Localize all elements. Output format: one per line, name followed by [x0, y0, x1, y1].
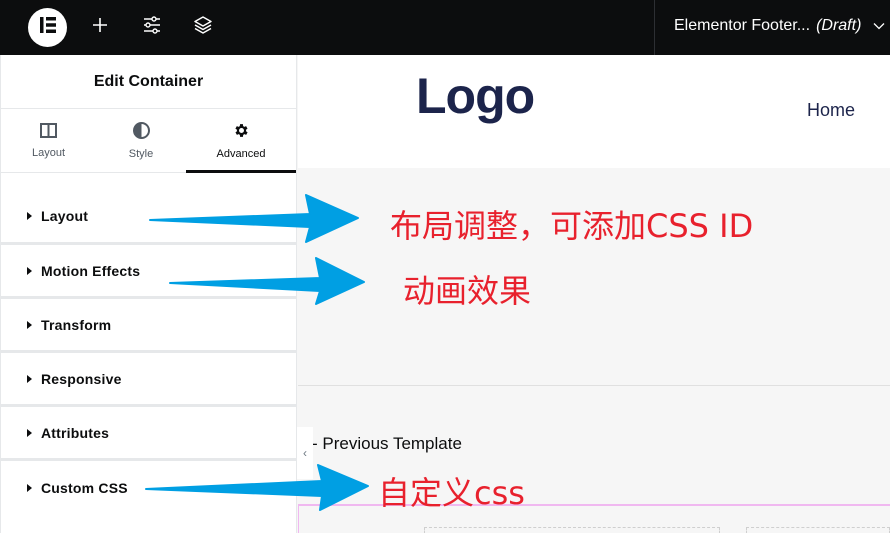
panel-tabs: Layout Style Advanced	[1, 109, 296, 173]
elementor-logo-icon	[38, 15, 58, 40]
section-label: Custom CSS	[41, 480, 128, 496]
section-list: Layout Motion Effects Transform Responsi…	[1, 173, 296, 515]
section-label: Motion Effects	[41, 262, 141, 279]
document-title-dropdown[interactable]: Elementor Footer... (Draft)	[674, 17, 885, 35]
sliders-icon	[142, 15, 162, 40]
section-motion-effects[interactable]: Motion Effects	[1, 245, 296, 299]
layers-icon	[193, 15, 213, 40]
tab-label: Style	[128, 147, 154, 160]
tab-advanced[interactable]: Advanced	[186, 109, 296, 173]
panel-title: Edit Container	[1, 55, 296, 109]
previous-template-link[interactable]: - Previous Template	[312, 434, 462, 453]
empty-column-placeholder[interactable]	[424, 527, 720, 533]
tab-label: Layout	[31, 146, 66, 159]
section-label: Responsive	[41, 370, 122, 387]
section-label: Layout	[41, 207, 89, 224]
annotation-layout-note: 布局调整，可添加CSS ID	[390, 207, 754, 245]
gear-icon	[233, 122, 250, 142]
caret-right-icon	[27, 211, 32, 220]
tab-style[interactable]: Style	[96, 109, 186, 172]
section-transform[interactable]: Transform	[1, 299, 296, 353]
section-custom-css[interactable]: Custom CSS	[1, 461, 296, 515]
container-outline-left	[298, 504, 299, 533]
elementor-logo-button[interactable]	[28, 8, 67, 47]
caret-right-icon	[27, 266, 32, 275]
half-circle-icon	[132, 121, 150, 142]
tab-label: Advanced	[216, 147, 266, 160]
caret-right-icon	[27, 484, 32, 492]
section-label: Attributes	[41, 424, 110, 441]
chevron-down-icon	[873, 17, 885, 35]
preview-canvas: Logo Home - Previous Template	[298, 55, 890, 533]
collapse-panel-button[interactable]: ‹	[297, 427, 313, 479]
top-bar: Elementor Footer... (Draft)	[0, 0, 890, 55]
columns-icon	[40, 122, 57, 141]
plus-icon	[91, 16, 109, 39]
empty-column-placeholder[interactable]	[746, 527, 890, 533]
caret-right-icon	[27, 320, 32, 329]
section-label: Transform	[41, 316, 112, 333]
section-attributes[interactable]: Attributes	[1, 407, 296, 461]
section-layout[interactable]: Layout	[1, 173, 296, 245]
section-responsive[interactable]: Responsive	[1, 353, 296, 407]
site-logo[interactable]: Logo	[416, 68, 535, 124]
nav-link-home[interactable]: Home	[807, 100, 856, 120]
document-status: (Draft)	[816, 17, 862, 34]
annotation-css-note: 自定义css	[378, 474, 525, 512]
section-divider	[298, 385, 890, 386]
structure-button[interactable]	[190, 14, 216, 40]
site-header: Logo Home	[298, 55, 890, 168]
container-outline	[298, 504, 890, 506]
add-element-button[interactable]	[87, 14, 113, 40]
document-title: Elementor Footer...	[674, 17, 811, 34]
caret-right-icon	[27, 428, 32, 437]
annotation-motion-note: 动画效果	[403, 272, 532, 310]
caret-right-icon	[27, 374, 32, 383]
site-settings-button[interactable]	[139, 14, 165, 40]
tab-layout[interactable]: Layout	[1, 109, 96, 172]
chevron-left-icon: ‹	[303, 446, 307, 460]
edit-panel: Edit Container Layout Style Advanced	[0, 55, 297, 533]
topbar-divider	[654, 0, 655, 55]
